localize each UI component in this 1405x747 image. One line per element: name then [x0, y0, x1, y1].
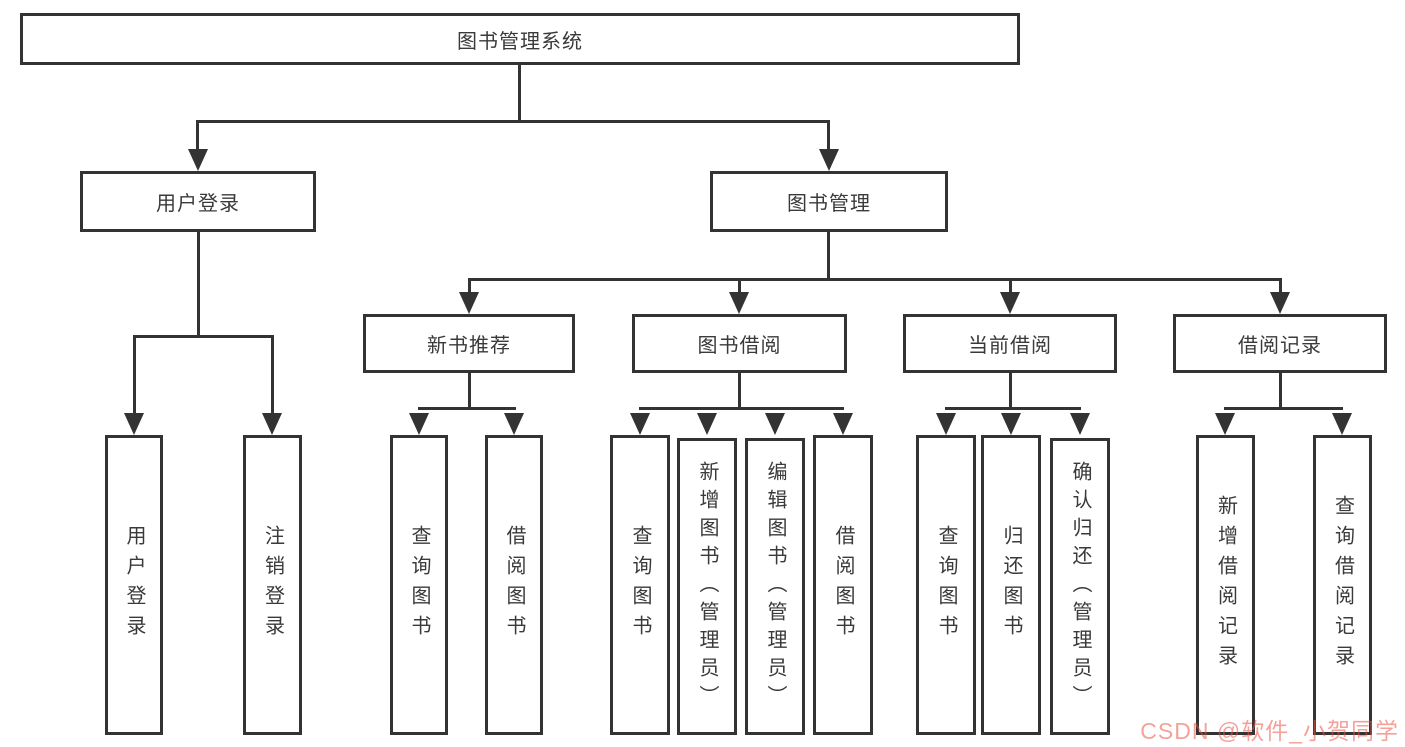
leaf-cur-query-book: 查询图书 — [916, 435, 976, 735]
connector-login-drop — [133, 335, 136, 417]
arrow-down-icon — [833, 413, 853, 435]
connector-borrowrecord-stem — [1279, 373, 1282, 407]
arrow-down-icon — [765, 413, 785, 435]
leaf-rec-borrow-book-label: 借阅图书 — [503, 525, 525, 645]
connector-bookborrow-stem — [738, 373, 741, 407]
arrow-down-icon — [697, 413, 717, 435]
connector-newbookrec-stem — [468, 373, 471, 407]
node-book-mgmt: 图书管理 — [710, 171, 948, 232]
leaf-logout-label: 注销登录 — [261, 525, 284, 645]
arrow-down-icon — [459, 292, 479, 314]
arrow-down-icon — [1001, 413, 1021, 435]
connector-bookmgmt-rail — [468, 278, 1281, 281]
node-root: 图书管理系统 — [20, 13, 1020, 65]
connector-borrowrecord-drop — [1279, 278, 1282, 296]
leaf-cur-return-book: 归还图书 — [981, 435, 1041, 735]
leaf-cur-query-book-label: 查询图书 — [935, 525, 957, 645]
connector-currentborrow-stem — [1009, 373, 1012, 407]
connector-bookborrow-drop — [738, 278, 741, 296]
node-new-book-rec: 新书推荐 — [363, 314, 575, 373]
node-root-label: 图书管理系统 — [457, 30, 583, 53]
arrow-down-icon — [819, 149, 839, 171]
connector-userlogin-rail — [133, 335, 273, 338]
node-user-login-label: 用户登录 — [156, 193, 240, 215]
connector-userlogin-drop — [196, 120, 199, 154]
connector-currentborrow-drop — [1009, 278, 1012, 296]
connector-currentborrow-rail — [945, 407, 1081, 410]
arrow-down-icon — [936, 413, 956, 435]
arrow-down-icon — [188, 149, 208, 171]
leaf-cur-confirm-return-label: 确认归还（管理员） — [1069, 460, 1091, 713]
leaf-bor-query-book-label: 查询图书 — [629, 525, 651, 645]
leaf-rec-query-book-label: 查询图书 — [408, 525, 430, 645]
leaf-rec-query-book: 查询图书 — [390, 435, 448, 735]
leaf-log-add-record: 新增借阅记录 — [1196, 435, 1255, 735]
connector-newbookrec-drop — [468, 278, 471, 296]
node-current-borrow-label: 当前借阅 — [968, 335, 1052, 357]
leaf-log-query-record: 查询借阅记录 — [1313, 435, 1372, 735]
arrow-down-icon — [1270, 292, 1290, 314]
arrow-down-icon — [504, 413, 524, 435]
connector-bookborrow-rail — [639, 407, 844, 410]
leaf-user-login: 用户登录 — [105, 435, 163, 735]
connector-userlogin-stem — [197, 232, 200, 335]
arrow-down-icon — [124, 413, 144, 435]
leaf-bor-query-book: 查询图书 — [610, 435, 670, 735]
arrow-down-icon — [1000, 292, 1020, 314]
arrow-down-icon — [630, 413, 650, 435]
node-new-book-rec-label: 新书推荐 — [427, 335, 511, 357]
connector-bookmgmt-stem — [827, 232, 830, 278]
arrow-down-icon — [1332, 413, 1352, 435]
node-book-borrow: 图书借阅 — [632, 314, 847, 373]
leaf-cur-confirm-return: 确认归还（管理员） — [1050, 438, 1110, 735]
arrow-down-icon — [409, 413, 429, 435]
connector-logout-drop — [271, 335, 274, 417]
leaf-bor-borrow-book-label: 借阅图书 — [832, 525, 854, 645]
arrow-down-icon — [1070, 413, 1090, 435]
arrow-down-icon — [729, 292, 749, 314]
node-book-borrow-label: 图书借阅 — [697, 335, 782, 357]
leaf-logout: 注销登录 — [243, 435, 302, 735]
leaf-bor-edit-book: 编辑图书（管理员） — [745, 438, 805, 735]
leaf-bor-add-book-label: 新增图书（管理员） — [696, 460, 718, 713]
leaf-log-query-record-label: 查询借阅记录 — [1331, 495, 1354, 675]
leaf-bor-edit-book-label: 编辑图书（管理员） — [764, 460, 786, 713]
connector-newbookrec-rail — [418, 407, 516, 410]
node-user-login: 用户登录 — [80, 171, 316, 232]
leaf-log-add-record-label: 新增借阅记录 — [1214, 495, 1237, 675]
node-current-borrow: 当前借阅 — [903, 314, 1117, 373]
arrow-down-icon — [1215, 413, 1235, 435]
connector-bookmgmt-drop — [827, 120, 830, 154]
leaf-bor-borrow-book: 借阅图书 — [813, 435, 873, 735]
leaf-bor-add-book: 新增图书（管理员） — [677, 438, 737, 735]
arrow-down-icon — [262, 413, 282, 435]
leaf-cur-return-book-label: 归还图书 — [1000, 525, 1022, 645]
leaf-user-login-label: 用户登录 — [123, 525, 145, 645]
leaf-rec-borrow-book: 借阅图书 — [485, 435, 543, 735]
connector-borrowrecord-rail — [1224, 407, 1343, 410]
node-borrow-record: 借阅记录 — [1173, 314, 1387, 373]
connector-root-rail — [196, 120, 830, 123]
connector-root-stem — [518, 63, 521, 120]
csdn-watermark: CSDN @软件_小贺同学 — [1140, 718, 1399, 744]
node-book-mgmt-label: 图书管理 — [787, 193, 871, 215]
node-borrow-record-label: 借阅记录 — [1238, 335, 1322, 357]
